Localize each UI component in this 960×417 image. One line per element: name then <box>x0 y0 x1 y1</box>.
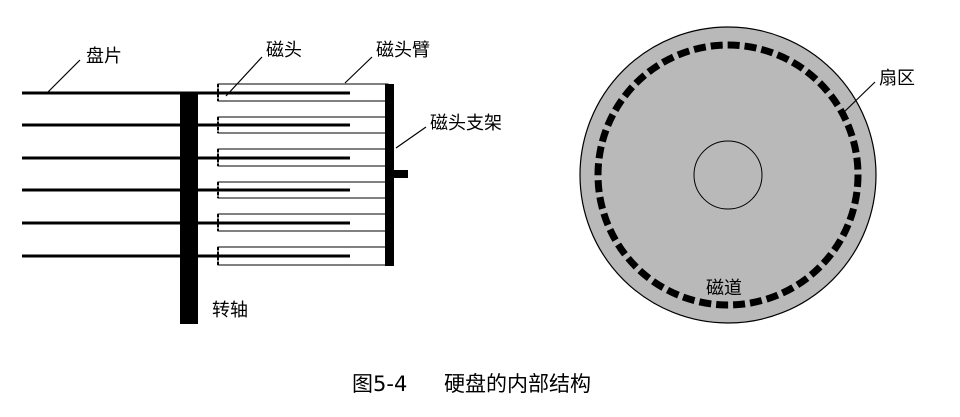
head-bracket-pivot <box>394 170 408 178</box>
disk-surface <box>579 26 877 324</box>
head-bracket-label: 磁头支架 <box>430 113 502 134</box>
sector-label: 扇区 <box>879 68 915 89</box>
spindle-hub <box>693 140 763 210</box>
spindle <box>180 92 198 324</box>
sector-ring <box>594 41 862 309</box>
leader-lines <box>47 56 427 149</box>
head-arm-leader <box>344 56 373 84</box>
head-arms <box>217 83 389 266</box>
track-label: 磁道 <box>706 278 742 299</box>
head-leader <box>225 56 263 97</box>
platter-label: 盘片 <box>86 46 122 67</box>
head-bracket-leader <box>395 126 427 149</box>
figure-title: 硬盘的内部结构 <box>444 372 591 396</box>
head-label: 磁头 <box>266 40 302 61</box>
sector-leader <box>841 81 876 115</box>
head-bracket <box>385 84 394 266</box>
spindle-label: 转轴 <box>212 300 248 321</box>
figure-number: 图5-4 <box>352 372 407 396</box>
top-view: 扇区 磁道 <box>579 26 915 324</box>
head-arm-label: 磁头臂 <box>376 40 430 61</box>
side-view: 盘片 磁头 磁头臂 磁头支架 转轴 <box>22 40 502 324</box>
platter-leader <box>47 59 81 93</box>
